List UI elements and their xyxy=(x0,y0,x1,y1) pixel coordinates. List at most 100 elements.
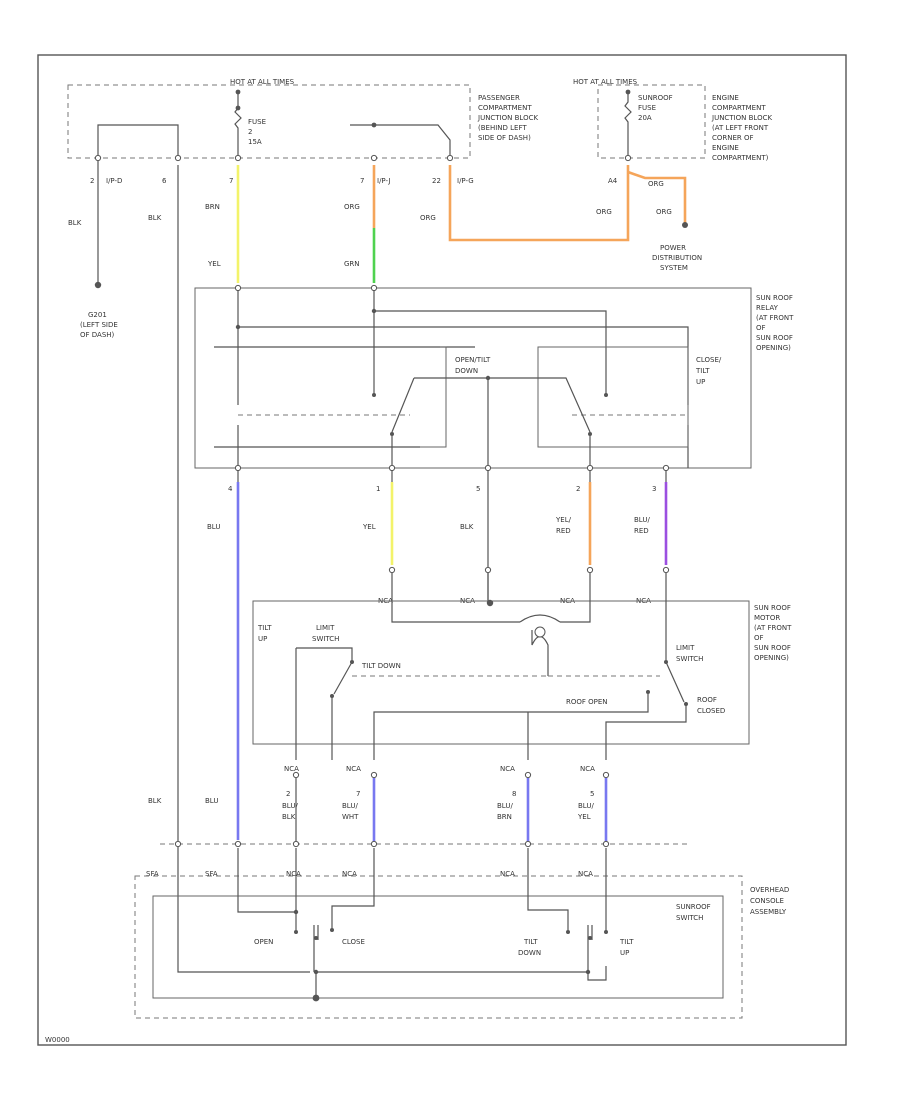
sunroof-motor: TILT UP LIMIT SWITCH TILT DOWN LIMIT SWI… xyxy=(252,573,792,760)
engine-jb-line-2: COMPARTMENT xyxy=(712,104,766,112)
wire-blk-low: BLK xyxy=(148,797,162,805)
engine-jb-line-5: CORNER OF xyxy=(712,134,754,142)
motor-name-line-6: OPENING) xyxy=(754,654,789,662)
nca-5: NCA xyxy=(284,765,299,773)
nca-6: NCA xyxy=(346,765,361,773)
nca-7: NCA xyxy=(500,765,515,773)
blu-wht-1: BLU/ xyxy=(342,802,358,810)
sw-nca-2: NCA xyxy=(342,870,357,878)
roof-open-label: ROOF OPEN xyxy=(566,698,608,706)
engine-junction-block: HOT AT ALL TIMES ENGINE COMPARTMENT JUNC… xyxy=(573,78,772,162)
passenger-jb-line-4: (BEHIND LEFT xyxy=(478,124,527,132)
tilt-up-line-2: UP xyxy=(258,635,267,643)
sw-nca-1: NCA xyxy=(286,870,301,878)
switch-close: CLOSE xyxy=(342,938,365,946)
pin-a4: A4 xyxy=(608,177,618,185)
power-dist-line-1: POWER xyxy=(660,244,686,252)
relay-name-line-5: SUN ROOF xyxy=(756,334,793,342)
g201-ground-wire xyxy=(97,124,179,285)
pin-l5: 5 xyxy=(590,790,594,798)
switch-tilt-down-1: TILT xyxy=(523,938,538,946)
open-tilt-down-line-1: OPEN/TILT xyxy=(455,356,491,364)
passenger-jb-line-2: COMPARTMENT xyxy=(478,104,532,112)
pin-l8: 8 xyxy=(512,790,516,798)
wire-org-3: ORG xyxy=(648,180,664,188)
fuse-left-line-2: 2 xyxy=(248,128,252,136)
pin-left-6: 6 xyxy=(162,177,167,185)
switch-tilt-down-2: DOWN xyxy=(518,949,541,957)
wire-yel-red-1: YEL/ xyxy=(555,516,572,524)
console-name-line-1: OVERHEAD xyxy=(750,886,789,894)
wire-grn: GRN xyxy=(344,260,360,268)
relay-name-line-2: RELAY xyxy=(756,304,779,312)
wire-blu-red-2: RED xyxy=(634,527,649,535)
relay-pin-2: 2 xyxy=(576,485,580,493)
g201-line-3: OF DASH) xyxy=(80,331,115,339)
switch-name-line-1: SUNROOF xyxy=(676,903,711,911)
switch-open: OPEN xyxy=(254,938,273,946)
relay-pin-5: 5 xyxy=(476,485,480,493)
hot-at-all-times-right: HOT AT ALL TIMES xyxy=(573,78,638,86)
relay-pin-4: 4 xyxy=(228,485,233,493)
engine-jb-line-4: (AT LEFT FRONT xyxy=(712,124,769,132)
relay-name-line-1: SUN ROOF xyxy=(756,294,793,302)
limit-switch-left-2: SWITCH xyxy=(312,635,339,643)
relay-pin-1: 1 xyxy=(376,485,380,493)
sw-nca-3: NCA xyxy=(500,870,515,878)
console-name-line-3: ASSEMBLY xyxy=(750,908,787,916)
pin-l7: 7 xyxy=(356,790,360,798)
fuse-left-line-3: 15A xyxy=(248,138,262,146)
fuse-left-line-1: FUSE xyxy=(248,118,266,126)
blu-wht-2: WHT xyxy=(342,813,359,821)
engine-jb-line-7: COMPARTMENT) xyxy=(712,154,769,162)
nca-8: NCA xyxy=(580,765,595,773)
roof-closed-line-2: CLOSED xyxy=(697,707,725,715)
sw-nca-4: NCA xyxy=(578,870,593,878)
blu-blk-1: BLU/ xyxy=(282,802,298,810)
switch-tilt-up-1: TILT xyxy=(619,938,634,946)
relay-name-line-4: OF xyxy=(756,324,766,332)
blu-yel-2: YEL xyxy=(577,813,591,821)
fuse-right-line-1: SUNROOF xyxy=(638,94,673,102)
conn-ipj: I/P-J xyxy=(377,177,390,185)
open-tilt-down-line-2: DOWN xyxy=(455,367,478,375)
sunroof-relay: OPEN/TILT DOWN CLOSE/ TILT UP SUN ROOF R… xyxy=(194,284,794,472)
diagram-frame xyxy=(37,54,847,1046)
engine-jb-line-1: ENGINE xyxy=(712,94,739,102)
fuse-right-symbol xyxy=(624,92,632,157)
wire-blu-mid: BLU xyxy=(207,523,220,531)
wire-org-4: ORG xyxy=(596,208,612,216)
motor-name-line-4: OF xyxy=(754,634,764,642)
wire-brn: BRN xyxy=(205,203,220,211)
roof-closed-line-1: ROOF xyxy=(697,696,717,704)
g201-line-1: G201 xyxy=(88,311,107,319)
power-dist-line-2: DISTRIBUTION xyxy=(652,254,702,262)
motor-name-line-3: (AT FRONT xyxy=(754,624,792,632)
passenger-jb-line-3: JUNCTION BLOCK xyxy=(477,114,538,122)
switch-name-line-2: SWITCH xyxy=(676,914,703,922)
engine-jb-line-6: ENGINE xyxy=(712,144,739,152)
pin-fuse-7: 7 xyxy=(229,177,233,185)
tilt-up-line-1: TILT xyxy=(257,624,272,632)
motor-name-line-5: SUN ROOF xyxy=(754,644,791,652)
sw-pin-a: SFA xyxy=(146,870,159,878)
wire-blk-trunk xyxy=(177,165,310,973)
wire-yel-red-2: RED xyxy=(556,527,571,535)
relay-name-line-3: (AT FRONT xyxy=(756,314,794,322)
blu-brn-2: BRN xyxy=(497,813,512,821)
limit-switch-left-1: LIMIT xyxy=(316,624,335,632)
wire-blu-low: BLU xyxy=(205,797,218,805)
close-tilt-up-line-1: CLOSE/ xyxy=(696,356,722,364)
wire-org-power-branch xyxy=(627,170,687,225)
passenger-jb-line-1: PASSENGER xyxy=(478,94,520,102)
conn-ipd-left: I/P-D xyxy=(106,177,122,185)
pin-l2: 2 xyxy=(286,790,290,798)
close-tilt-up-line-2: TILT xyxy=(695,367,710,375)
engine-jb-line-3: JUNCTION BLOCK xyxy=(711,114,772,122)
wire-blk-2: BLK xyxy=(148,214,162,222)
wire-blk-mid: BLK xyxy=(460,523,474,531)
wire-yel-mid: YEL xyxy=(362,523,376,531)
wire-org-1: ORG xyxy=(344,203,360,211)
wire-org-power xyxy=(448,165,630,242)
